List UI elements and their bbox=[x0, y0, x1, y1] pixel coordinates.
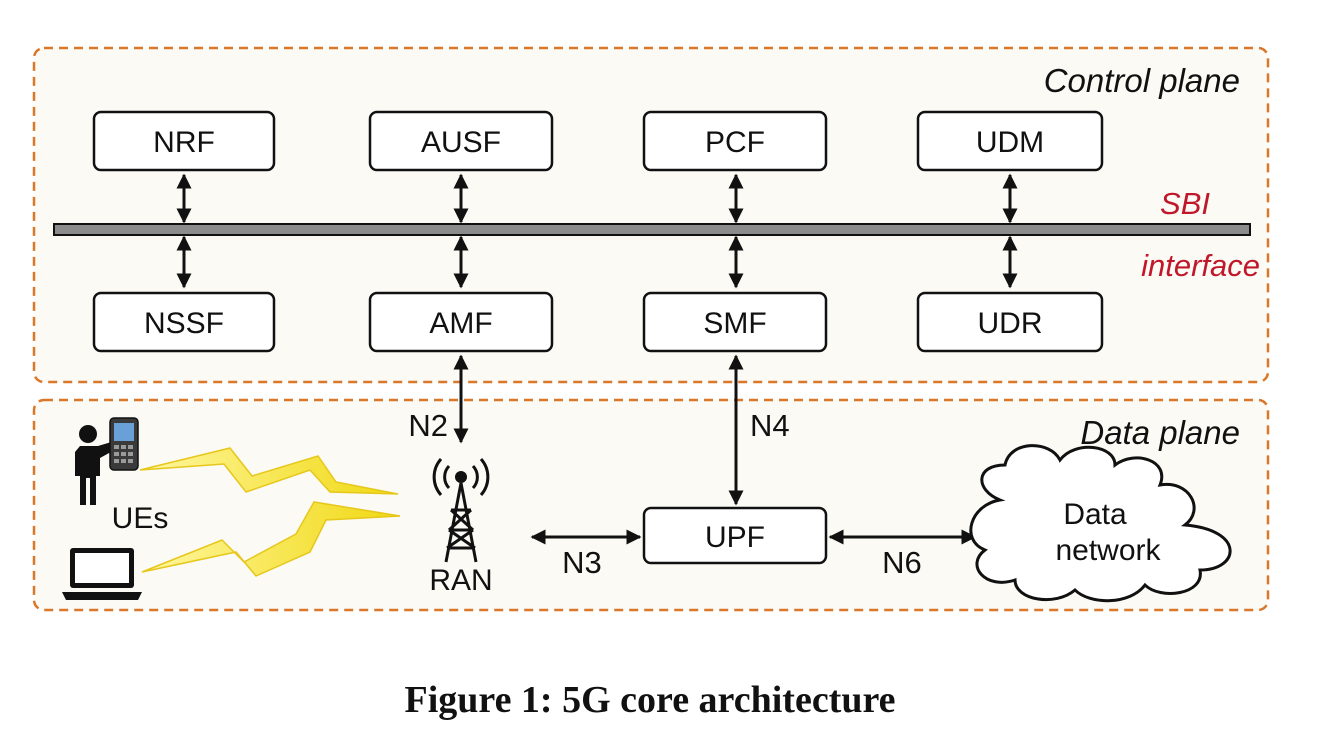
upf-node: UPF bbox=[642, 506, 828, 565]
figure-caption: Figure 1: 5G core architecture bbox=[404, 679, 896, 721]
udm-node: UDM bbox=[916, 110, 1104, 172]
data-plane-label: Data plane bbox=[1080, 414, 1240, 451]
data-network-label-line1: Data bbox=[1063, 498, 1127, 531]
nrf-node: NRF bbox=[92, 110, 276, 172]
ausf-label: AUSF bbox=[421, 126, 501, 159]
data-plane-region bbox=[32, 398, 1270, 612]
lightning-bolt-upper-icon bbox=[139, 447, 399, 495]
ran-tower-icon bbox=[432, 458, 490, 563]
n4-label: N4 bbox=[750, 408, 790, 443]
ran-label: RAN bbox=[429, 564, 492, 597]
sbi-bus bbox=[53, 223, 1251, 236]
n3-label: N3 bbox=[562, 545, 602, 580]
udr-label: UDR bbox=[978, 307, 1043, 340]
pcf-label: PCF bbox=[705, 126, 765, 159]
pcf-node: PCF bbox=[642, 110, 828, 172]
smf-label: SMF bbox=[703, 307, 766, 340]
upf-label: UPF bbox=[705, 521, 765, 554]
lightning-bolt-lower-icon bbox=[141, 501, 401, 577]
nrf-label: NRF bbox=[153, 126, 215, 159]
amf-label: AMF bbox=[429, 307, 492, 340]
ausf-node: AUSF bbox=[368, 110, 554, 172]
user-with-phone-icon bbox=[75, 417, 139, 505]
architecture-diagram: Control plane Data plane SBI interface N… bbox=[32, 46, 1270, 612]
nssf-label: NSSF bbox=[144, 307, 224, 340]
amf-node: AMF bbox=[368, 291, 554, 353]
data-network-label-line2: network bbox=[1055, 534, 1161, 567]
smf-node: SMF bbox=[642, 291, 828, 353]
nssf-node: NSSF bbox=[92, 291, 276, 353]
control-plane-label: Control plane bbox=[1044, 62, 1240, 99]
udm-label: UDM bbox=[976, 126, 1044, 159]
interface-label: interface bbox=[1141, 248, 1260, 283]
laptop-icon bbox=[62, 548, 142, 600]
ues-label: UEs bbox=[112, 502, 169, 535]
sbi-label: SBI bbox=[1160, 186, 1210, 221]
data-network-cloud: Data network bbox=[969, 444, 1232, 603]
n2-label: N2 bbox=[408, 408, 448, 443]
n6-label: N6 bbox=[882, 545, 922, 580]
udr-node: UDR bbox=[916, 291, 1104, 353]
